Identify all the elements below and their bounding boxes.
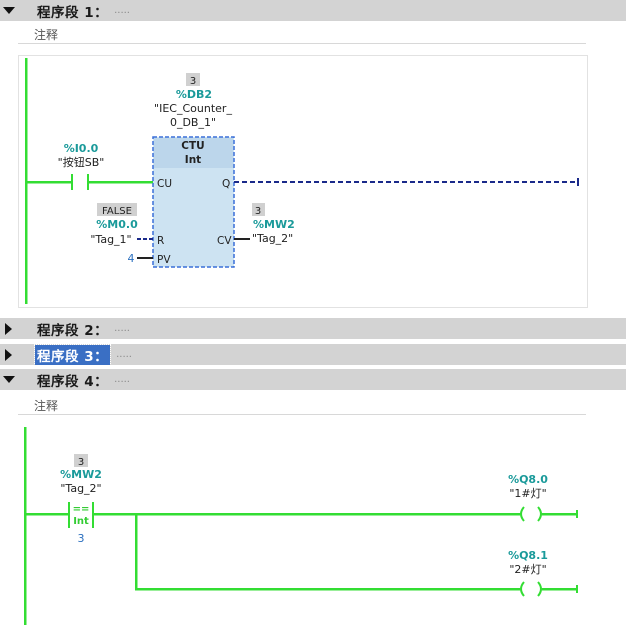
pin-cu: CU <box>157 178 172 190</box>
instance-db: %DB2 <box>176 88 212 101</box>
block-dtype: Int <box>185 154 201 166</box>
instance-name-line1: "IEC_Counter_ <box>154 102 232 115</box>
expand-triangle-icon[interactable] <box>2 348 16 361</box>
instance-count: 3 <box>190 76 196 87</box>
block-type: CTU <box>181 140 204 152</box>
wire-rail-compare <box>26 513 68 516</box>
pv-value: 4 <box>128 252 135 265</box>
wire-contact-block <box>89 181 153 184</box>
collapse-triangle-icon[interactable] <box>2 375 16 384</box>
cv-address: %MW2 <box>253 218 295 231</box>
compare-contact-icon <box>68 502 94 528</box>
network-1-diagram: %I0.0 "按钮SB" 3 %DB2 "IEC_Counter_ 0_DB_1… <box>25 58 579 304</box>
network-2-header[interactable]: 程序段 2： ..... <box>0 318 626 339</box>
network-1-header[interactable]: 程序段 1： ..... <box>0 0 626 21</box>
network-1-title: 程序段 1： <box>37 4 109 21</box>
cv-value-badge <box>252 203 265 216</box>
wire-compare-coil1 <box>94 513 520 516</box>
network-4-diagram: 3 %MW2 "Tag_2" == Int 3 %Q8.0 "1#灯" %Q8.… <box>24 427 578 625</box>
wire-coil1-end <box>542 513 578 516</box>
pin-pv: PV <box>157 254 171 266</box>
wire-pv-input <box>137 257 153 259</box>
r-value-badge <box>97 203 137 216</box>
instance-count-badge <box>186 73 200 86</box>
network-4-comment[interactable]: 注释 <box>18 394 586 415</box>
cmp-op: == <box>73 504 90 515</box>
wire-rail-contact <box>27 181 71 184</box>
r-value: FALSE <box>102 206 132 217</box>
network-4-ladder[interactable]: 3 %MW2 "Tag_2" == Int 3 %Q8.0 "1#灯" %Q8.… <box>18 425 586 625</box>
instance-name-line2: 0_DB_1" <box>170 116 216 129</box>
cv-value: 3 <box>255 206 261 217</box>
cmp-value-badge <box>74 454 88 467</box>
cmp-dtype: Int <box>73 516 89 527</box>
contact-i0-0-icon <box>71 174 89 190</box>
coil-q8-0-icon <box>520 506 542 522</box>
wire-cv-output <box>234 238 250 240</box>
network-1-ladder[interactable]: %I0.0 "按钮SB" 3 %DB2 "IEC_Counter_ 0_DB_1… <box>18 55 588 308</box>
cmp-tag: "Tag_2" <box>60 482 101 495</box>
comment-label: 注释 <box>34 28 59 42</box>
coil-q8-1-icon <box>520 581 542 597</box>
wire-branch-vertical <box>135 513 138 590</box>
network-3-dots: ..... <box>116 349 132 360</box>
network-1-comment[interactable]: 注释 <box>18 23 586 44</box>
coil2-address: %Q8.1 <box>508 549 548 562</box>
cv-tag: "Tag_2" <box>252 232 293 245</box>
r-tag: "Tag_1" <box>90 233 131 246</box>
network-4-dots: ..... <box>114 374 130 385</box>
cu-address: %I0.0 <box>64 142 99 155</box>
pin-r: R <box>157 235 164 247</box>
cmp-const: 3 <box>78 532 85 545</box>
wire-branch-coil2 <box>135 588 520 591</box>
coil2-tag: "2#灯" <box>509 563 546 576</box>
ctu-block-header <box>154 138 233 168</box>
network-4-title: 程序段 4： <box>37 373 109 390</box>
collapse-triangle-icon[interactable] <box>2 6 16 15</box>
wire-coil2-end <box>542 588 578 591</box>
network-4-header[interactable]: 程序段 4： ..... <box>0 369 626 390</box>
coil1-address: %Q8.0 <box>508 473 548 486</box>
comment-label: 注释 <box>34 399 59 413</box>
power-rail <box>25 58 28 304</box>
coil1-tag: "1#灯" <box>509 487 546 500</box>
pin-cv: CV <box>217 235 232 247</box>
pin-q: Q <box>222 178 230 190</box>
power-rail <box>24 427 27 625</box>
network-1-dots: ..... <box>114 5 130 16</box>
network-2-title: 程序段 2： <box>37 322 109 339</box>
expand-triangle-icon[interactable] <box>2 322 16 335</box>
network-3-title: 程序段 3： <box>33 343 112 366</box>
cmp-value: 3 <box>78 457 84 468</box>
network-2-dots: ..... <box>114 323 130 334</box>
cmp-address: %MW2 <box>60 468 102 481</box>
r-address: %M0.0 <box>96 218 138 231</box>
cu-tag: "按钮SB" <box>58 155 105 169</box>
network-3-header[interactable]: 程序段 3： ..... <box>0 343 626 366</box>
